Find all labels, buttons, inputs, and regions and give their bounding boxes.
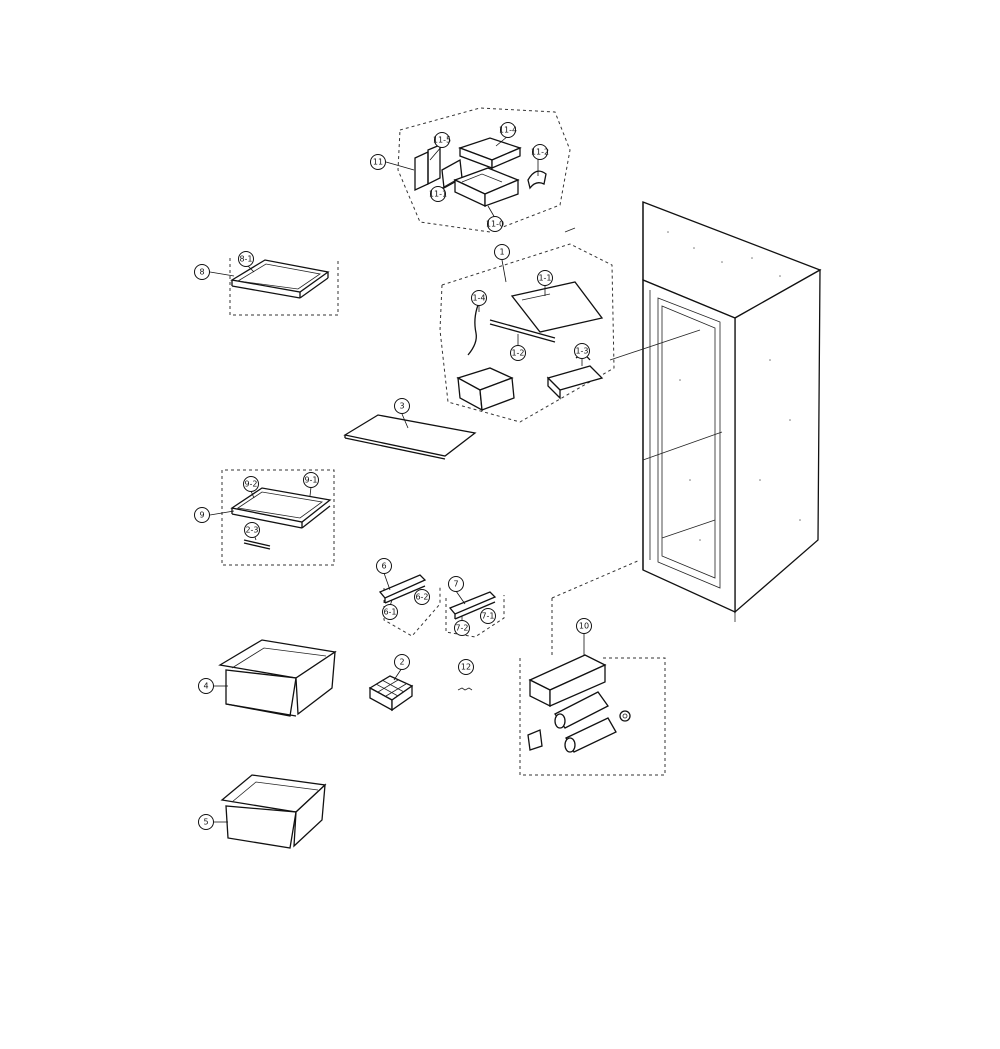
svg-text:8-1: 8-1 — [239, 255, 252, 264]
svg-text:1-2: 1-2 — [511, 349, 524, 358]
callout-12: 12 — [458, 659, 474, 675]
svg-text:6-2: 6-2 — [415, 593, 428, 602]
callout-9-1: 9-1 — [303, 472, 319, 488]
svg-text:8: 8 — [199, 268, 204, 277]
callout-1-3: 1-3 — [574, 343, 590, 359]
callout-9: 9 — [194, 507, 210, 523]
part-1-2-rod — [489, 319, 556, 343]
callout-4: 4 — [198, 678, 214, 694]
assembly-1 — [439, 243, 701, 423]
part-10-filter-cartridge-a — [554, 691, 609, 729]
part-2-grid — [368, 675, 414, 712]
part-10-cap — [527, 729, 543, 751]
svg-text:5: 5 — [203, 818, 208, 827]
svg-text:11-4: 11-4 — [499, 126, 517, 135]
svg-text:2: 2 — [399, 658, 404, 667]
assembly-9 — [221, 469, 335, 566]
svg-text:7-2: 7-2 — [455, 624, 468, 633]
svg-text:6-1: 6-1 — [383, 608, 396, 617]
assembly-6 — [378, 574, 441, 637]
assembly-10 — [519, 559, 666, 776]
part-12-small — [457, 687, 473, 691]
part-1-4-wire — [467, 304, 479, 356]
part-11-0-housing — [453, 167, 520, 208]
callout-11-5: 11-5 — [433, 132, 451, 148]
assembly-11 — [397, 107, 576, 233]
svg-text:1-3: 1-3 — [575, 347, 588, 356]
part-1-3-bracket — [546, 354, 604, 400]
callout-6-2: 6-2 — [414, 589, 430, 605]
svg-text:12: 12 — [461, 663, 471, 672]
svg-text:6: 6 — [381, 562, 386, 571]
assembly-7 — [445, 591, 505, 638]
cabinet-texture — [667, 231, 801, 541]
svg-text:7-1: 7-1 — [481, 612, 494, 621]
part-3-panel — [343, 414, 477, 460]
callout-1-2: 1-2 — [510, 345, 526, 361]
callout-11-0: 11-0 — [486, 216, 504, 232]
part-11-4-tray — [458, 137, 522, 169]
callout-2-3: 2-3 — [244, 522, 260, 538]
svg-text:1: 1 — [499, 248, 504, 257]
part-11-2-clip — [527, 170, 547, 190]
callout-9-2: 9-2 — [243, 476, 259, 492]
svg-text:11-0: 11-0 — [486, 220, 504, 229]
svg-text:9-2: 9-2 — [244, 480, 257, 489]
svg-text:11-5: 11-5 — [433, 136, 451, 145]
callout-8-1: 8-1 — [238, 251, 254, 267]
svg-text:1-1: 1-1 — [538, 274, 551, 283]
callout-11-4: 11-4 — [499, 122, 517, 138]
part-10-fitting — [619, 710, 631, 722]
callout-11: 11 — [370, 154, 386, 170]
part-1-1-cover — [510, 281, 604, 333]
svg-text:1-4: 1-4 — [472, 294, 485, 303]
svg-text:4: 4 — [203, 682, 208, 691]
callout-6: 6 — [376, 558, 392, 574]
callout-7-1: 7-1 — [480, 608, 496, 624]
callout-5: 5 — [198, 814, 214, 830]
part-10-housing — [528, 654, 607, 708]
callout-11-1: 11-1 — [429, 186, 447, 202]
svg-text:10: 10 — [579, 622, 589, 631]
callout-10: 10 — [576, 618, 592, 634]
part-5-drawer — [220, 774, 327, 849]
svg-text:9: 9 — [199, 511, 204, 520]
callout-11-2: 11-2 — [531, 144, 549, 160]
callout-7: 7 — [448, 576, 464, 592]
svg-text:11-1: 11-1 — [429, 190, 447, 199]
assembly-8 — [229, 258, 339, 316]
svg-text:3: 3 — [399, 402, 404, 411]
leader-lines — [209, 135, 585, 823]
svg-text:11: 11 — [373, 158, 383, 167]
part-4-drawer — [218, 639, 337, 717]
callout-1-4: 1-4 — [471, 290, 487, 306]
refrigerator-cabinet — [642, 201, 822, 622]
part-1-motor-box — [456, 367, 515, 412]
callout-2: 2 — [394, 654, 410, 670]
svg-text:7: 7 — [453, 580, 458, 589]
callout-1: 1 — [494, 244, 510, 260]
callout-7-2: 7-2 — [454, 620, 470, 636]
svg-text:9-1: 9-1 — [304, 476, 317, 485]
svg-text:11-2: 11-2 — [531, 148, 549, 157]
callout-1-1: 1-1 — [537, 270, 553, 286]
svg-text:2-3: 2-3 — [245, 526, 258, 535]
callout-6-1: 6-1 — [382, 604, 398, 620]
part-10-filter-cartridge-b — [564, 717, 617, 753]
callout-3: 3 — [394, 398, 410, 414]
callout-8: 8 — [194, 264, 210, 280]
